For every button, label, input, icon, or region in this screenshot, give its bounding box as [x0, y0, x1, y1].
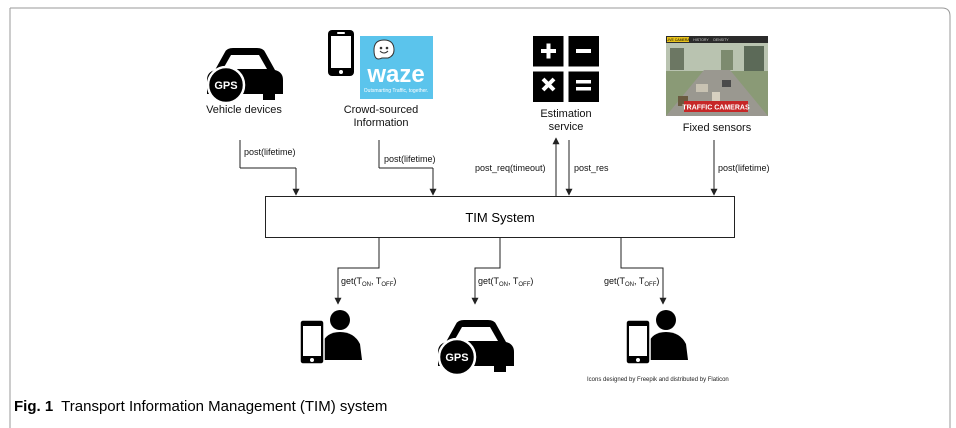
figure-caption-label: Fig. 1 [14, 398, 54, 415]
vehicle-devices-label: Vehicle devices [206, 104, 282, 116]
camera-banner-text: TRAFFIC CAMERAS [682, 105, 750, 112]
gps-car-icon: GPS [437, 320, 514, 377]
edge-tim-to-consumer-3 [620, 238, 667, 305]
edge-label-crowd: post(lifetime) [384, 154, 436, 164]
crowd-sourced-label: Crowd-sourced Information [331, 104, 431, 130]
edge-label-get-1: get(TON, TOFF) [341, 276, 397, 288]
estimation-label-line1: Estimation [540, 108, 592, 120]
edge-label-vehicle: post(lifetime) [244, 147, 296, 157]
gps-badge-text: GPS [445, 352, 468, 364]
phone-user-icon [299, 310, 362, 365]
tim-system-label: TIM System [465, 209, 535, 225]
calculator-icon [533, 36, 599, 102]
camera-tab-history: HISTORY [693, 38, 709, 42]
phone-user-icon [625, 310, 688, 365]
crowd-sourced-label-line2: Information [353, 117, 409, 129]
smartphone-icon [328, 30, 354, 76]
edge-tim-to-consumer-1 [334, 238, 380, 305]
camera-tab-density: DENSITY [713, 38, 729, 42]
figure-caption: Fig. 1 Transport Information Management (… [14, 398, 387, 415]
traffic-camera-image: LIVE CAMERA HISTORY DENSITY TRAFFIC CAME… [666, 36, 768, 116]
tim-system-box: TIM System [265, 196, 735, 238]
edge-label-fixed: post(lifetime) [718, 163, 770, 173]
waze-logo: waze Outsmarting Traffic, together. [360, 36, 433, 99]
fixed-sensors-label: Fixed sensors [682, 122, 752, 134]
edge-tim-to-consumer-2 [471, 238, 501, 305]
edge-label-get-2: get(TON, TOFF) [478, 276, 534, 288]
estimation-label-line2: service [548, 121, 584, 133]
camera-tab-live: LIVE CAMERA [666, 38, 690, 42]
crowd-sourced-label-line1: Crowd-sourced [343, 104, 419, 116]
figure-frame [9, 7, 951, 428]
waze-tagline: Outsmarting Traffic, together. [364, 88, 428, 94]
edge-label-post-req: post_req(timeout) [475, 163, 546, 173]
icon-credit-text: Icons designed by Freepik and distribute… [587, 377, 729, 383]
figure-caption-text: Transport Information Management (TIM) s… [61, 398, 388, 415]
estimation-service-label: Estimation service [521, 108, 611, 134]
gps-car-icon: GPS [206, 48, 283, 105]
waze-logo-text: waze [366, 61, 424, 88]
gps-badge-text: GPS [214, 80, 237, 92]
edge-label-post-res: post_res [574, 163, 609, 173]
edge-label-get-3: get(TON, TOFF) [604, 276, 660, 288]
